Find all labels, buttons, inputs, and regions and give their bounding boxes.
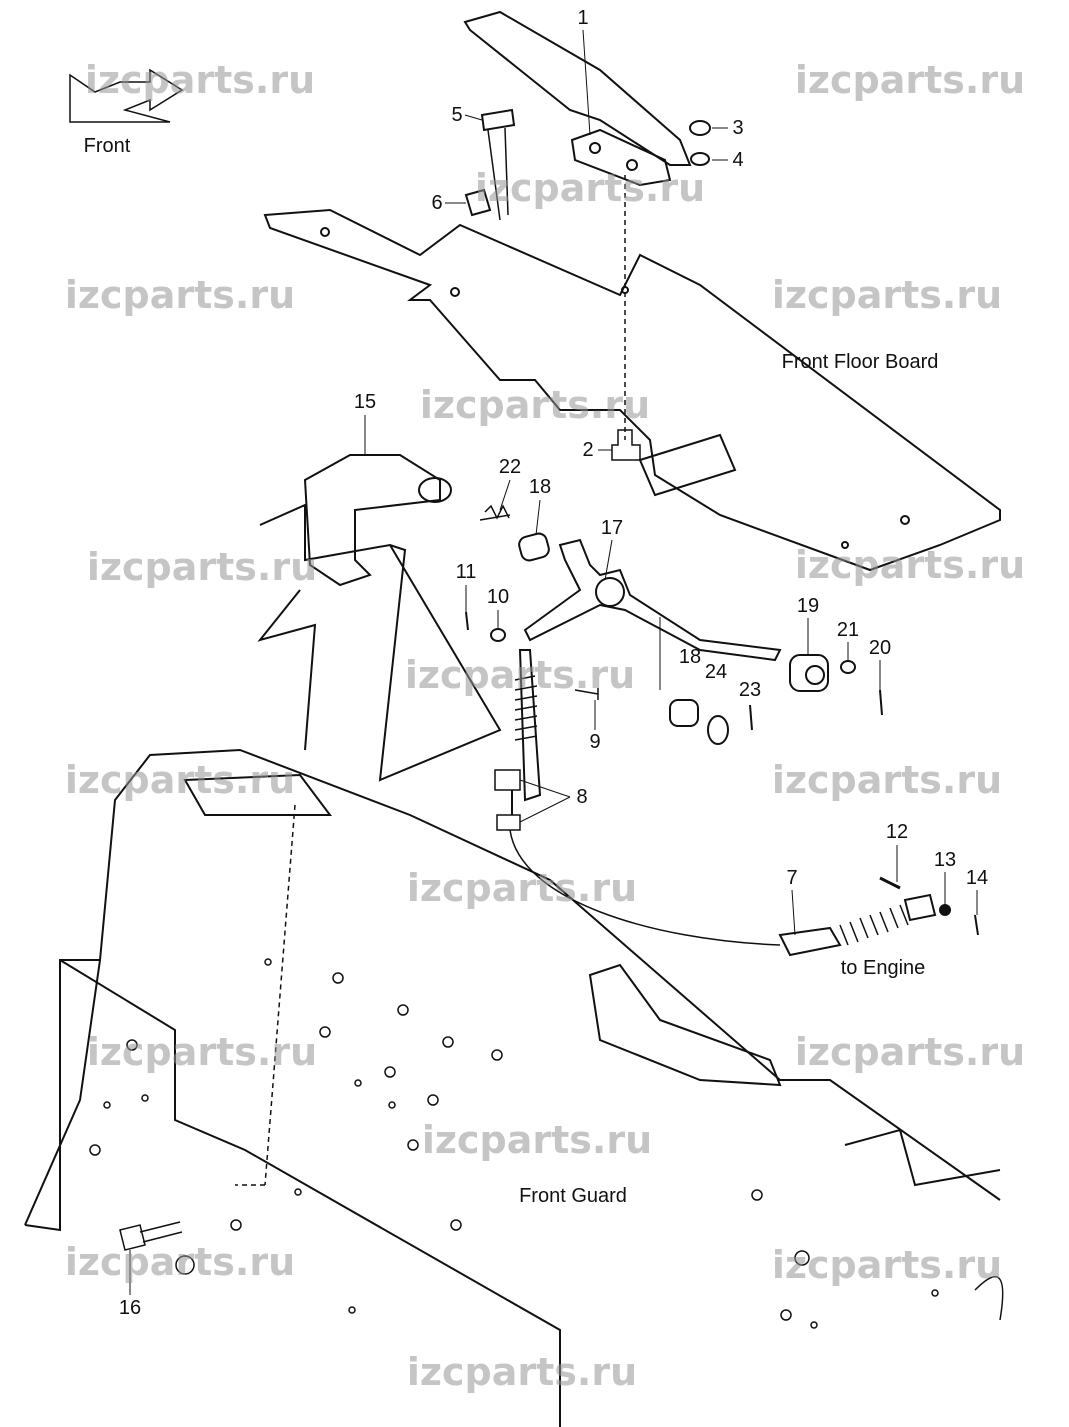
part-number: 19 xyxy=(796,595,820,617)
part-number: 15 xyxy=(353,391,377,413)
watermark: izcparts.ru xyxy=(404,653,636,697)
part-number: 14 xyxy=(965,867,989,889)
watermark: izcparts.ru xyxy=(771,1243,1003,1287)
panel-outline xyxy=(257,503,502,782)
part-number: 3 xyxy=(732,117,744,139)
watermark: izcparts.ru xyxy=(474,166,706,210)
watermark: izcparts.ru xyxy=(86,1030,318,1074)
part-number: 8 xyxy=(576,786,588,808)
part-number: 18 xyxy=(678,646,702,668)
part-number: 4 xyxy=(732,149,744,171)
front-direction-label: Front xyxy=(83,135,131,157)
pedal xyxy=(463,10,692,166)
part-number: 16 xyxy=(118,1297,142,1319)
front-guard xyxy=(24,748,1001,1232)
watermark: izcparts.ru xyxy=(794,1030,1026,1074)
watermark: izcparts.ru xyxy=(421,1118,653,1162)
part-number: 9 xyxy=(589,731,601,753)
part-number: 17 xyxy=(600,517,624,539)
part-number: 22 xyxy=(498,456,522,478)
watermark: izcparts.ru xyxy=(64,758,296,802)
part-number: 2 xyxy=(582,439,594,461)
part-number: 20 xyxy=(868,637,892,659)
part-number: 13 xyxy=(933,849,957,871)
watermark: izcparts.ru xyxy=(419,383,651,427)
part-number: 24 xyxy=(704,661,728,683)
watermark: izcparts.ru xyxy=(64,273,296,317)
watermark: izcparts.ru xyxy=(794,543,1026,587)
part-number: 1 xyxy=(577,7,589,29)
front-arrow-icon xyxy=(69,68,184,123)
part-number: 6 xyxy=(431,192,443,214)
watermark: izcparts.ru xyxy=(406,866,638,910)
part-number: 21 xyxy=(836,619,860,641)
watermark: izcparts.ru xyxy=(771,758,1003,802)
part-number: 11 xyxy=(455,561,477,583)
watermark: izcparts.ru xyxy=(86,545,318,589)
caption-front-floor-board: Front Floor Board xyxy=(781,351,939,373)
watermark: izcparts.ru xyxy=(771,273,1003,317)
part-number: 12 xyxy=(885,821,909,843)
part-number: 18 xyxy=(528,476,552,498)
part-number: 7 xyxy=(786,867,798,889)
front-floor-board xyxy=(263,208,1001,572)
watermark: izcparts.ru xyxy=(406,1350,638,1394)
part-number: 5 xyxy=(451,104,463,126)
caption-to-engine: to Engine xyxy=(840,957,926,979)
caption-front-guard: Front Guard xyxy=(519,1185,627,1207)
watermark: izcparts.ru xyxy=(64,1240,296,1284)
watermark: izcparts.ru xyxy=(84,58,316,102)
part-number: 23 xyxy=(738,679,762,701)
watermark: izcparts.ru xyxy=(794,58,1026,102)
part-number: 10 xyxy=(486,586,510,608)
